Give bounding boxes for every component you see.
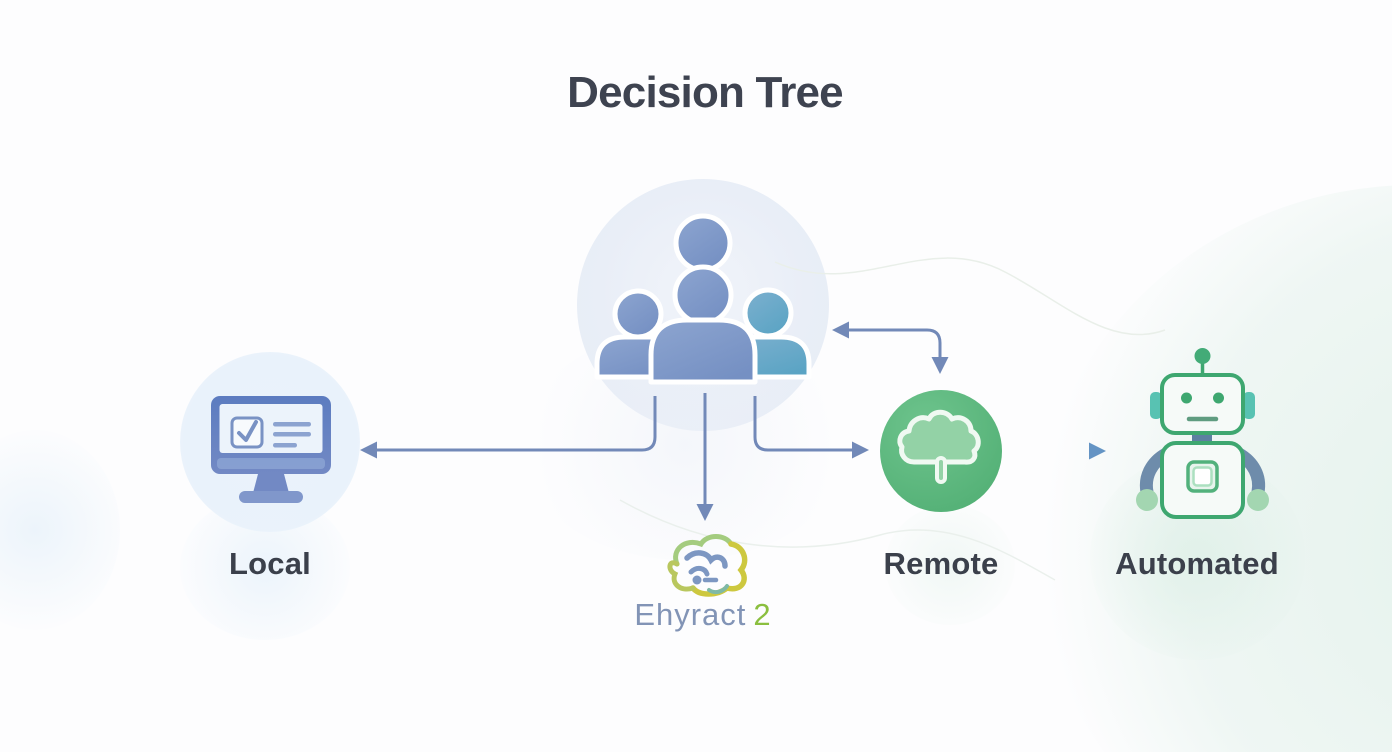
arrowhead-down-logo xyxy=(696,504,714,521)
local-node-label: Local xyxy=(229,546,311,581)
people-group-icon xyxy=(594,213,812,385)
arrowhead-down-remote xyxy=(931,357,949,374)
robot-icon xyxy=(1136,348,1269,519)
check-mark-icon xyxy=(237,420,258,442)
connector-remote-people-elbow xyxy=(846,328,942,358)
cloud-brain-logo-icon xyxy=(667,534,748,597)
arrowhead-right-remote xyxy=(852,441,869,459)
arrowhead-left-people xyxy=(832,321,849,339)
arrowhead-left-local xyxy=(360,441,377,459)
brand-name: Ehyract xyxy=(634,597,747,632)
connector-people-to-remote xyxy=(753,396,853,452)
cloud-tree-icon xyxy=(880,390,1002,512)
robot-head xyxy=(1160,373,1245,435)
page-title: Decision Tree xyxy=(567,68,844,117)
brand-version: 2 xyxy=(753,597,772,632)
robot-ear-left xyxy=(1150,392,1162,419)
remote-node-label: Remote xyxy=(883,546,999,581)
connector-people-to-local xyxy=(374,396,657,452)
arrowhead-right-automated xyxy=(1089,442,1106,460)
monitor-checklist-icon xyxy=(211,396,331,503)
automated-node-label: Automated xyxy=(1115,546,1279,581)
robot-ear-right xyxy=(1243,392,1255,419)
